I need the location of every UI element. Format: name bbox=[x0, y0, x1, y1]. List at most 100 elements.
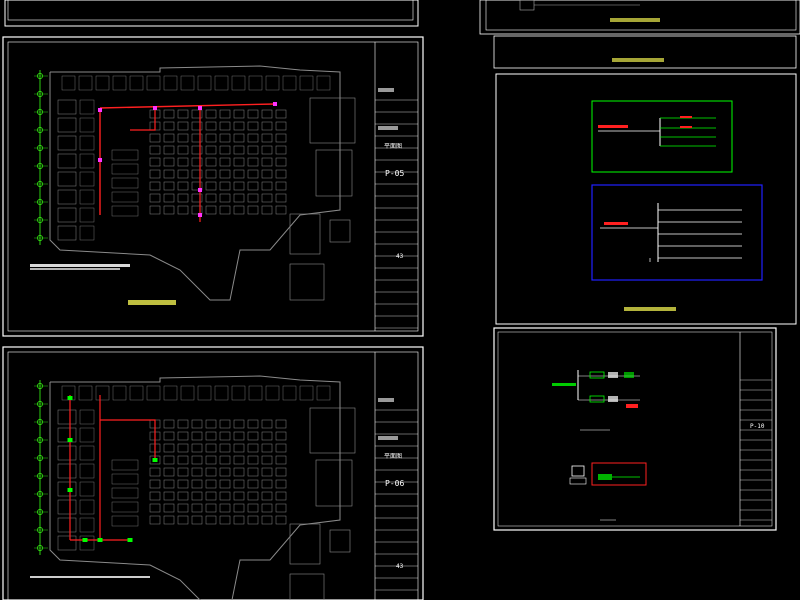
room bbox=[146, 75, 161, 91]
caption-block bbox=[612, 58, 664, 62]
room bbox=[79, 445, 95, 461]
shelf bbox=[205, 205, 217, 215]
room bbox=[282, 385, 297, 401]
shelf bbox=[219, 431, 231, 441]
shelf bbox=[205, 503, 217, 513]
room bbox=[180, 385, 195, 401]
room bbox=[95, 385, 110, 401]
shelf bbox=[205, 515, 217, 525]
shelf bbox=[219, 121, 231, 131]
shelf bbox=[219, 109, 231, 119]
system-diagram-sheet[interactable]: P-10 bbox=[493, 327, 777, 531]
shelf bbox=[191, 181, 203, 191]
shelf bbox=[247, 133, 259, 143]
shelf bbox=[247, 503, 259, 513]
shelf bbox=[149, 133, 161, 143]
shelf bbox=[261, 467, 273, 477]
shelf bbox=[233, 503, 245, 513]
shelf bbox=[205, 479, 217, 489]
shelf bbox=[205, 467, 217, 477]
shelf bbox=[163, 133, 175, 143]
room bbox=[57, 207, 77, 223]
shelf bbox=[261, 145, 273, 155]
shelf bbox=[275, 431, 287, 441]
room bbox=[79, 207, 95, 223]
room bbox=[129, 75, 144, 91]
shelf bbox=[205, 193, 217, 203]
room bbox=[299, 385, 314, 401]
shelf bbox=[191, 515, 203, 525]
shelf bbox=[247, 467, 259, 477]
shelf bbox=[163, 205, 175, 215]
shelf bbox=[191, 479, 203, 489]
shelf bbox=[163, 157, 175, 167]
title-block: 平面图 P-05 43 bbox=[374, 42, 404, 331]
room bbox=[79, 99, 95, 115]
drawing-sheet-2[interactable]: 平面图 P-06 43 bbox=[2, 346, 424, 600]
shelf bbox=[275, 503, 287, 513]
room bbox=[57, 171, 77, 187]
room bbox=[197, 75, 212, 91]
shelf bbox=[191, 467, 203, 477]
shelf bbox=[275, 443, 287, 453]
route-node bbox=[97, 538, 103, 542]
shelf bbox=[205, 455, 217, 465]
room bbox=[316, 385, 331, 401]
shelf bbox=[149, 503, 161, 513]
shelf bbox=[275, 479, 287, 489]
shelf bbox=[177, 205, 189, 215]
shelf bbox=[149, 491, 161, 501]
shelf bbox=[233, 515, 245, 525]
shelf bbox=[275, 109, 287, 119]
room bbox=[112, 385, 127, 401]
shelf bbox=[247, 181, 259, 191]
floor-plan-2 bbox=[34, 375, 356, 600]
room bbox=[79, 135, 95, 151]
shelf bbox=[233, 169, 245, 179]
room bbox=[79, 517, 95, 533]
shelf bbox=[205, 109, 217, 119]
room bbox=[111, 515, 139, 527]
shelf bbox=[247, 145, 259, 155]
shelf bbox=[275, 121, 287, 131]
shelf bbox=[191, 193, 203, 203]
shelf bbox=[163, 455, 175, 465]
shelf bbox=[233, 443, 245, 453]
room bbox=[57, 135, 77, 151]
room bbox=[214, 385, 229, 401]
diagram-sheet[interactable] bbox=[495, 73, 797, 325]
shelf bbox=[261, 419, 273, 429]
shelf bbox=[163, 193, 175, 203]
shelf bbox=[261, 431, 273, 441]
shelf bbox=[261, 169, 273, 179]
shelf bbox=[191, 133, 203, 143]
shelf bbox=[177, 145, 189, 155]
shelf bbox=[261, 181, 273, 191]
shelf bbox=[163, 109, 175, 119]
room bbox=[78, 385, 93, 401]
room bbox=[79, 171, 95, 187]
room bbox=[299, 75, 314, 91]
shelf bbox=[275, 157, 287, 167]
shelf bbox=[233, 455, 245, 465]
shelf bbox=[261, 205, 273, 215]
room bbox=[282, 75, 297, 91]
shelf bbox=[205, 133, 217, 143]
room bbox=[111, 487, 139, 499]
drawing-sheet-1[interactable]: 平面图 P-05 43 bbox=[2, 36, 424, 337]
shelf bbox=[177, 133, 189, 143]
route-line bbox=[100, 419, 156, 460]
shelf bbox=[275, 193, 287, 203]
shelf bbox=[163, 419, 175, 429]
annex-block bbox=[315, 459, 353, 507]
room bbox=[129, 385, 144, 401]
shelf bbox=[177, 503, 189, 513]
annex-block bbox=[289, 523, 321, 565]
room bbox=[231, 75, 246, 91]
shelf bbox=[233, 109, 245, 119]
shelf bbox=[261, 157, 273, 167]
shelf bbox=[191, 121, 203, 131]
shelf bbox=[247, 419, 259, 429]
shelf bbox=[233, 157, 245, 167]
